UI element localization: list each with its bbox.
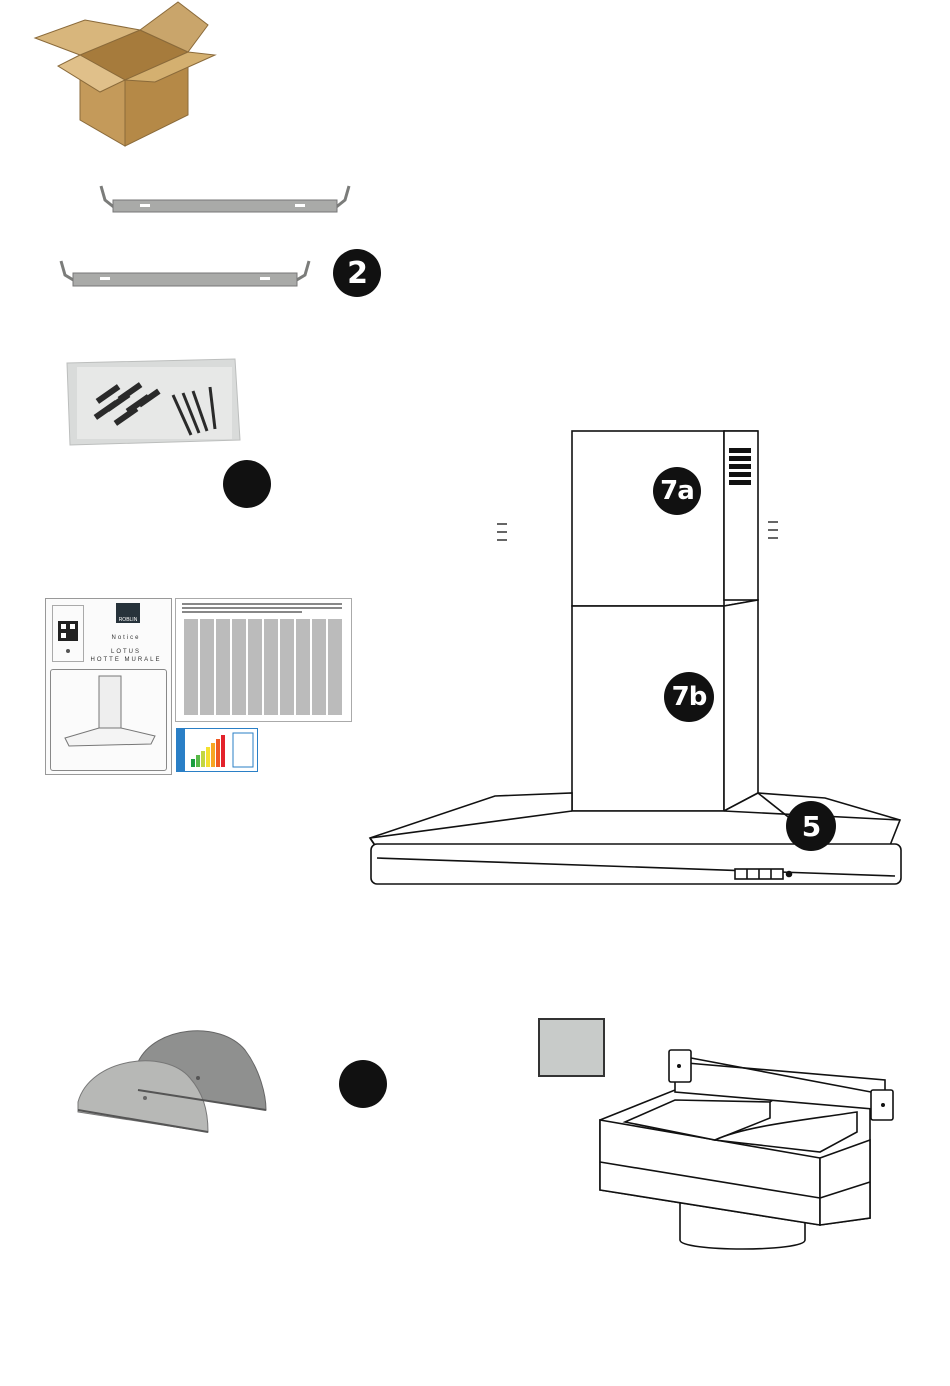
wall-bracket-lower	[55, 255, 315, 300]
manual-subtitle: HOTTE MURALE	[84, 657, 168, 663]
air-outlet-box-drawing	[595, 1040, 900, 1255]
badge-half-discs	[339, 1060, 387, 1108]
cardboard-box-icon	[30, 0, 220, 150]
badge-chimney-upper: 7a	[653, 467, 701, 515]
half-disc-covers	[70, 1020, 275, 1140]
manual-hood-illustration	[50, 669, 167, 771]
badge-chimney-lower: 7b	[664, 672, 714, 722]
wall-bracket-upper	[95, 178, 355, 223]
fixing-kit-bag	[65, 355, 245, 447]
energy-label	[176, 728, 258, 772]
manual-model: LOTUS	[86, 649, 166, 655]
badge-brackets: 2	[333, 249, 381, 297]
badge-fixings	[223, 460, 271, 508]
manual-title: Notice	[91, 635, 161, 641]
instruction-manual-cover: ROBLIN Notice LOTUS HOTTE MURALE	[45, 598, 172, 775]
multilanguage-text-page	[175, 598, 352, 722]
brand-logo: ROBLIN	[116, 603, 140, 623]
badge-hood-body: 5	[786, 801, 836, 851]
qr-code	[52, 605, 84, 662]
